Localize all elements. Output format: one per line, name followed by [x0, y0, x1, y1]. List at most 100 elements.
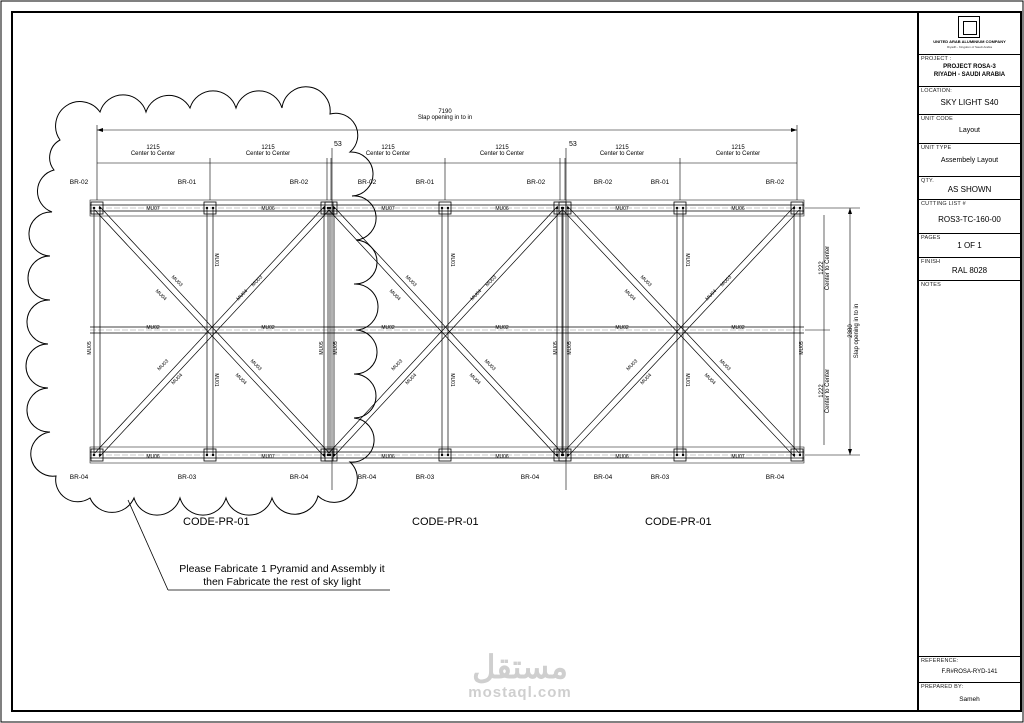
bolt	[332, 453, 336, 457]
bolt	[92, 453, 96, 457]
bottom-bracket-label: BR-04	[521, 474, 540, 481]
bolt	[798, 206, 802, 210]
bottom-bracket-label: BR-03	[416, 474, 435, 481]
side-member-label: MU05	[553, 341, 559, 355]
prepared-by-cell: PREPARED BY: Sameh	[921, 684, 980, 703]
diagonal-member-label: MU04	[170, 372, 184, 386]
diagonal-member	[562, 205, 796, 454]
bracket-node	[438, 448, 452, 462]
top-member-label: MU07	[146, 206, 160, 212]
diagonal-member	[94, 209, 326, 458]
top-bracket-label: BR-02	[766, 179, 785, 186]
mid-member-label: MU02	[381, 325, 395, 331]
diagonal-member	[98, 205, 330, 454]
bracket-node	[558, 448, 572, 462]
bolt	[211, 206, 215, 210]
bolt	[328, 453, 332, 457]
bracket-node	[558, 201, 572, 215]
diagonal-member-label: MU04	[703, 372, 717, 386]
bolt	[446, 453, 450, 457]
diagonal-member-label: MU03	[718, 358, 732, 372]
bracket-node	[673, 201, 687, 215]
bolt	[322, 206, 326, 210]
diagonal-member-label: MU03	[639, 274, 653, 288]
bolt	[560, 453, 564, 457]
company-logo-cell: UNITED ARAB ALUMINIUM COMPANY Riyadh - K…	[918, 12, 1021, 55]
bottom-bracket-label: BR-04	[766, 474, 785, 481]
bolt	[792, 453, 796, 457]
diagonal-member-label: MU04	[639, 372, 653, 386]
bracket-node	[90, 201, 104, 215]
side-member-label: MU05	[333, 341, 339, 355]
bolt	[675, 453, 679, 457]
diagonal-member-label: MU04	[388, 288, 402, 302]
bolt	[681, 206, 685, 210]
bracket-node	[203, 448, 217, 462]
diagonal-member-label: MU04	[234, 372, 248, 386]
side-member-label: MU05	[319, 341, 325, 355]
diagonal-member	[98, 209, 330, 458]
bolt	[446, 206, 450, 210]
notes-cell: NOTES	[918, 280, 1021, 657]
bolt	[92, 206, 96, 210]
top-bracket-label: BR-02	[70, 179, 89, 186]
bolt	[792, 206, 796, 210]
note-leader-line	[127, 499, 169, 591]
unit-code-cell: UNIT CODE Layout	[918, 114, 1021, 144]
diagonal-member-label: MU03	[170, 274, 184, 288]
bottom-rail	[89, 446, 805, 464]
side-member-label: MU05	[799, 341, 805, 355]
bolt	[98, 206, 102, 210]
bolt	[555, 453, 559, 457]
side-member-label: MU05	[567, 341, 573, 355]
bracket-node	[790, 201, 804, 215]
bolt	[681, 453, 685, 457]
skylight-frame	[89, 199, 805, 464]
bolt	[566, 453, 570, 457]
top-bracket-label: BR-01	[651, 179, 670, 186]
location-cell: LOCATION: SKY LIGHT S40	[918, 86, 1021, 115]
bracket-node	[203, 201, 217, 215]
bolt	[98, 453, 102, 457]
bolt	[328, 206, 332, 210]
diagonal-member-label: MU03	[483, 358, 497, 372]
bolt	[326, 206, 330, 210]
reference-cell: REFERENCE: F.R#ROSA-RYD-141	[918, 656, 1021, 683]
bottom-bracket-label: BR-04	[70, 474, 89, 481]
bolt	[440, 453, 444, 457]
bolt	[205, 206, 209, 210]
bottom-bracket-label: BR-04	[358, 474, 377, 481]
diagonal-member-label: MU03	[390, 358, 404, 372]
bolt	[322, 453, 326, 457]
bolt	[211, 453, 215, 457]
diagonal-member	[94, 205, 326, 454]
company-logo-icon	[958, 16, 980, 38]
top-member-label: MU07	[381, 206, 395, 212]
diagonal-member-label: MU03	[404, 274, 418, 288]
top-bracket-label: BR-01	[416, 179, 435, 186]
bottom-member-label: MU07	[731, 454, 745, 460]
bracket-node	[324, 448, 338, 462]
bracket-node	[90, 448, 104, 462]
diagonal-member	[328, 205, 559, 454]
diagonal-member	[566, 205, 800, 454]
project-cell: PROJECT : PROJECT ROSA-3 RIYADH - SAUDI …	[918, 54, 1021, 87]
diagonal-member	[562, 209, 796, 458]
bottom-member-label: MU06	[615, 454, 629, 460]
mullion-label: MU01	[449, 373, 455, 387]
diagonal-member-label: MU03	[625, 358, 639, 372]
top-member-label: MU06	[495, 206, 509, 212]
bottom-member-label: MU07	[261, 454, 275, 460]
diagonal-member	[566, 209, 800, 458]
bottom-bracket-label: BR-04	[290, 474, 309, 481]
company-subtitle: Riyadh - Kingdom of Saudi Arabia	[946, 45, 993, 49]
bolt	[205, 453, 209, 457]
diagonal-member	[328, 209, 559, 458]
top-bracket-label: BR-02	[527, 179, 546, 186]
cutting-list-cell: CUTTING LIST # ROS3-TC-160-00	[918, 199, 1021, 234]
side-member-label: MU05	[87, 341, 93, 355]
top-member-label: MU06	[731, 206, 745, 212]
diagonal-member-label: MU03	[250, 274, 264, 288]
unit-type-cell: UNIT TYPE Assembely Layout	[918, 143, 1021, 177]
